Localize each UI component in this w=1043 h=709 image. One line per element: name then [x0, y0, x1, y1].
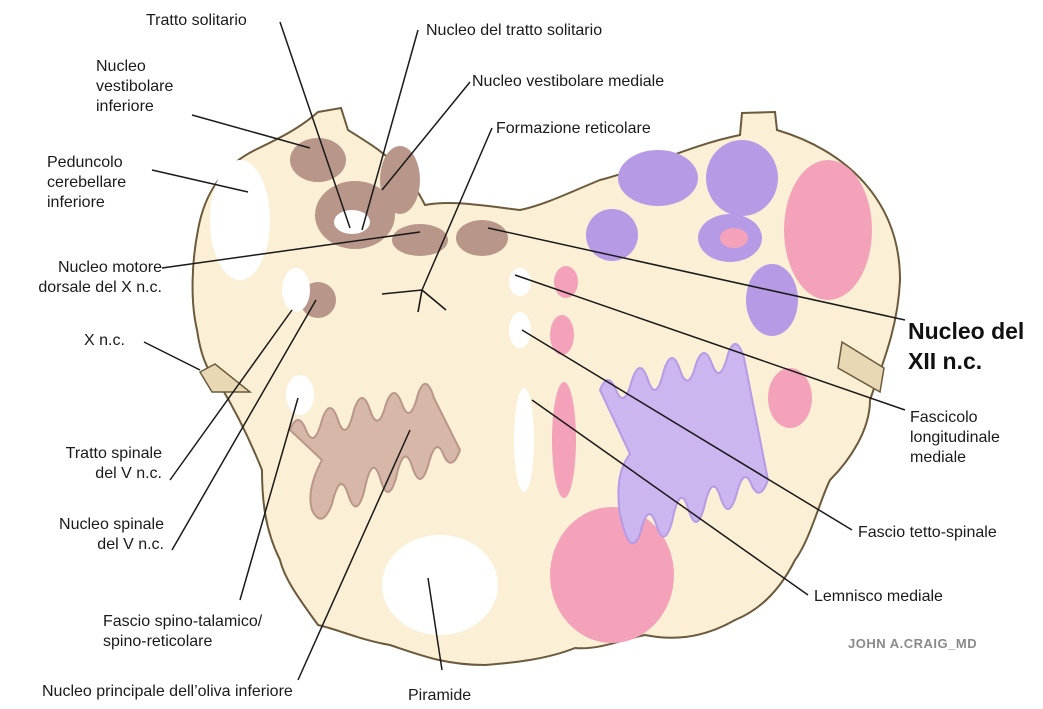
label-fascio-spino-talamico: Fascio spino-talamico/ spino-reticolare — [103, 612, 262, 652]
label-formazione-reticolare: Formazione reticolare — [496, 119, 651, 139]
right-purple-1 — [618, 150, 698, 206]
label-nucleo-spinale-v: Nucleo spinale del V n.c. — [8, 515, 164, 555]
label-nucleo-olivare: Nucleo principale dell’oliva inferiore — [42, 682, 293, 702]
label-peduncolo-cerebellare: Peduncolo cerebellare inferiore — [47, 153, 126, 213]
label-nucleo-vestibolare-mediale: Nucleo vestibolare mediale — [472, 72, 664, 92]
label-tratto-spinale-v: Tratto spinale del V n.c. — [14, 444, 162, 484]
spinal-v-tract — [282, 268, 310, 312]
pyramid-left — [382, 535, 498, 635]
label-nucleo-motore-dorsale: Nucleo motore dorsale del X n.c. — [8, 258, 162, 298]
label-nucleo-xii: Nucleo del XII n.c. — [908, 316, 1024, 376]
right-pink-lemniscus — [552, 382, 576, 498]
label-piramide: Piramide — [408, 686, 471, 706]
vestibular-nucleus-medial — [380, 146, 420, 214]
medial-lemniscus-hole — [514, 388, 534, 492]
hypoglossal-nucleus — [456, 220, 508, 256]
label-fascicolo-longitudinale: Fascicolo longitudinale mediale — [910, 408, 1000, 468]
dorsal-motor-nucleus-x — [392, 224, 448, 256]
right-pink-lat — [768, 368, 812, 428]
right-pink-big — [784, 160, 872, 300]
inferior-cerebellar-peduncle — [210, 160, 270, 280]
right-purple-5 — [746, 264, 798, 336]
label-lemnisco-mediale: Lemnisco mediale — [814, 587, 943, 607]
label-fascio-tetto-spinale: Fascio tetto-spinale — [858, 523, 997, 543]
tectospinal-hole — [509, 312, 531, 348]
label-nucleo-vestibolare-inferiore: Nucleo vestibolare inferiore — [96, 57, 216, 117]
label-x-nc: X n.c. — [84, 331, 125, 351]
label-nucleo-tratto-solitario: Nucleo del tratto solitario — [426, 21, 602, 41]
mlf-hole — [509, 268, 531, 296]
right-purple-2 — [706, 140, 778, 216]
spinothalamic-tract — [286, 375, 314, 415]
leader-x-nc — [144, 342, 200, 370]
leader-nucleo-vestibolare-mediale — [382, 82, 470, 190]
label-tratto-solitario: Tratto solitario — [146, 11, 247, 31]
artist-signature: JOHN A.CRAIG_MD — [848, 636, 977, 651]
right-pyramid — [550, 507, 674, 643]
right-purple-3 — [586, 209, 638, 261]
right-pink-core — [720, 228, 748, 248]
